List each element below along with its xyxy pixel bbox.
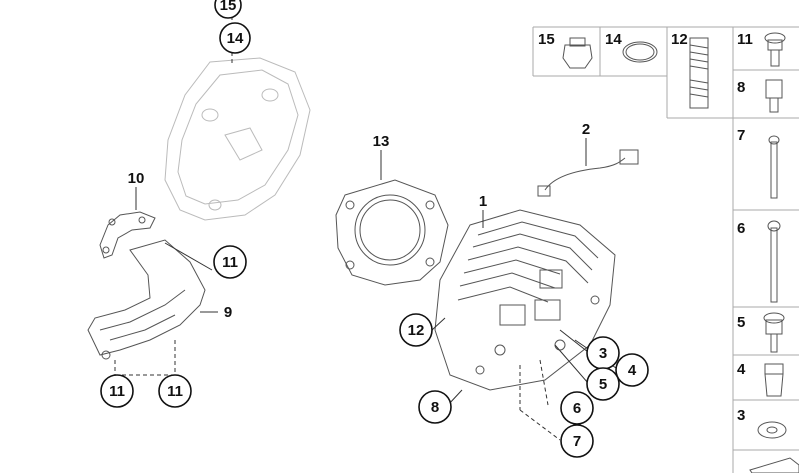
svg-text:9: 9	[224, 304, 232, 321]
svg-text:14: 14	[227, 30, 244, 47]
screw-part-5	[763, 312, 785, 353]
table-label-8: 8	[737, 79, 745, 96]
callout-14-top: 14	[219, 22, 251, 54]
table-label-15: 15	[538, 31, 555, 48]
parts-table-grid	[532, 26, 799, 473]
callout-3-mid: 3	[586, 336, 620, 370]
table-label-7: 7	[737, 127, 745, 144]
svg-text:11: 11	[222, 254, 238, 271]
callout-6-mid: 6	[560, 391, 594, 425]
washer-part-3	[757, 421, 787, 439]
callout-11-b: 11	[100, 374, 134, 408]
o-ring-part	[622, 41, 658, 63]
callout-15-top: 15	[214, 0, 242, 19]
table-label-4: 4	[737, 361, 746, 378]
callout-11-a: 11	[213, 245, 247, 279]
stud-bolt-part	[689, 37, 709, 109]
label-1: 1	[479, 193, 487, 210]
table-label-11: 11	[737, 31, 753, 48]
svg-text:1: 1	[479, 193, 487, 210]
svg-text:15: 15	[220, 0, 237, 14]
svg-text:3: 3	[599, 345, 607, 362]
svg-text:13: 13	[373, 133, 390, 150]
svg-text:8: 8	[431, 399, 439, 416]
long-bolt-part-6	[767, 220, 781, 303]
callout-5-mid: 5	[586, 367, 620, 401]
svg-text:7: 7	[573, 433, 581, 450]
label-9: 9	[224, 304, 232, 321]
table-label-14: 14	[605, 31, 622, 48]
svg-text:6: 6	[573, 400, 581, 417]
oil-filler-plug-part	[562, 37, 593, 69]
svg-text:10: 10	[128, 170, 145, 187]
screw-part-8	[765, 79, 783, 113]
cylinder-guard-part	[87, 239, 218, 376]
callout-11-c: 11	[158, 374, 192, 408]
callout-7-mid: 7	[560, 424, 594, 458]
svg-text:2: 2	[582, 121, 590, 138]
bracket-part	[99, 187, 156, 259]
arrow-pointer-bottom	[749, 457, 799, 473]
label-13: 13	[373, 133, 390, 150]
long-bolt-part-7	[768, 135, 780, 199]
temperature-sensor-part	[537, 138, 639, 197]
callout-8-mid: 8	[418, 390, 452, 424]
screw-part-11	[764, 32, 786, 67]
table-label-3: 3	[737, 407, 745, 424]
svg-text:5: 5	[599, 376, 607, 393]
callout-12-mid: 12	[399, 313, 433, 347]
head-gasket-part	[335, 150, 449, 286]
table-label-5: 5	[737, 314, 745, 331]
svg-text:12: 12	[408, 322, 425, 339]
table-label-12: 12	[671, 31, 688, 48]
table-label-6: 6	[737, 220, 745, 237]
svg-text:11: 11	[109, 383, 125, 400]
callout-4-mid: 4	[615, 353, 649, 387]
valve-cover-ghost	[164, 16, 311, 221]
cylinder-head-part	[431, 209, 617, 441]
label-10: 10	[128, 170, 145, 187]
spark-plug-sleeve-part-4	[764, 363, 784, 397]
label-2: 2	[582, 121, 590, 138]
svg-text:4: 4	[628, 362, 637, 379]
svg-text:11: 11	[167, 383, 183, 400]
